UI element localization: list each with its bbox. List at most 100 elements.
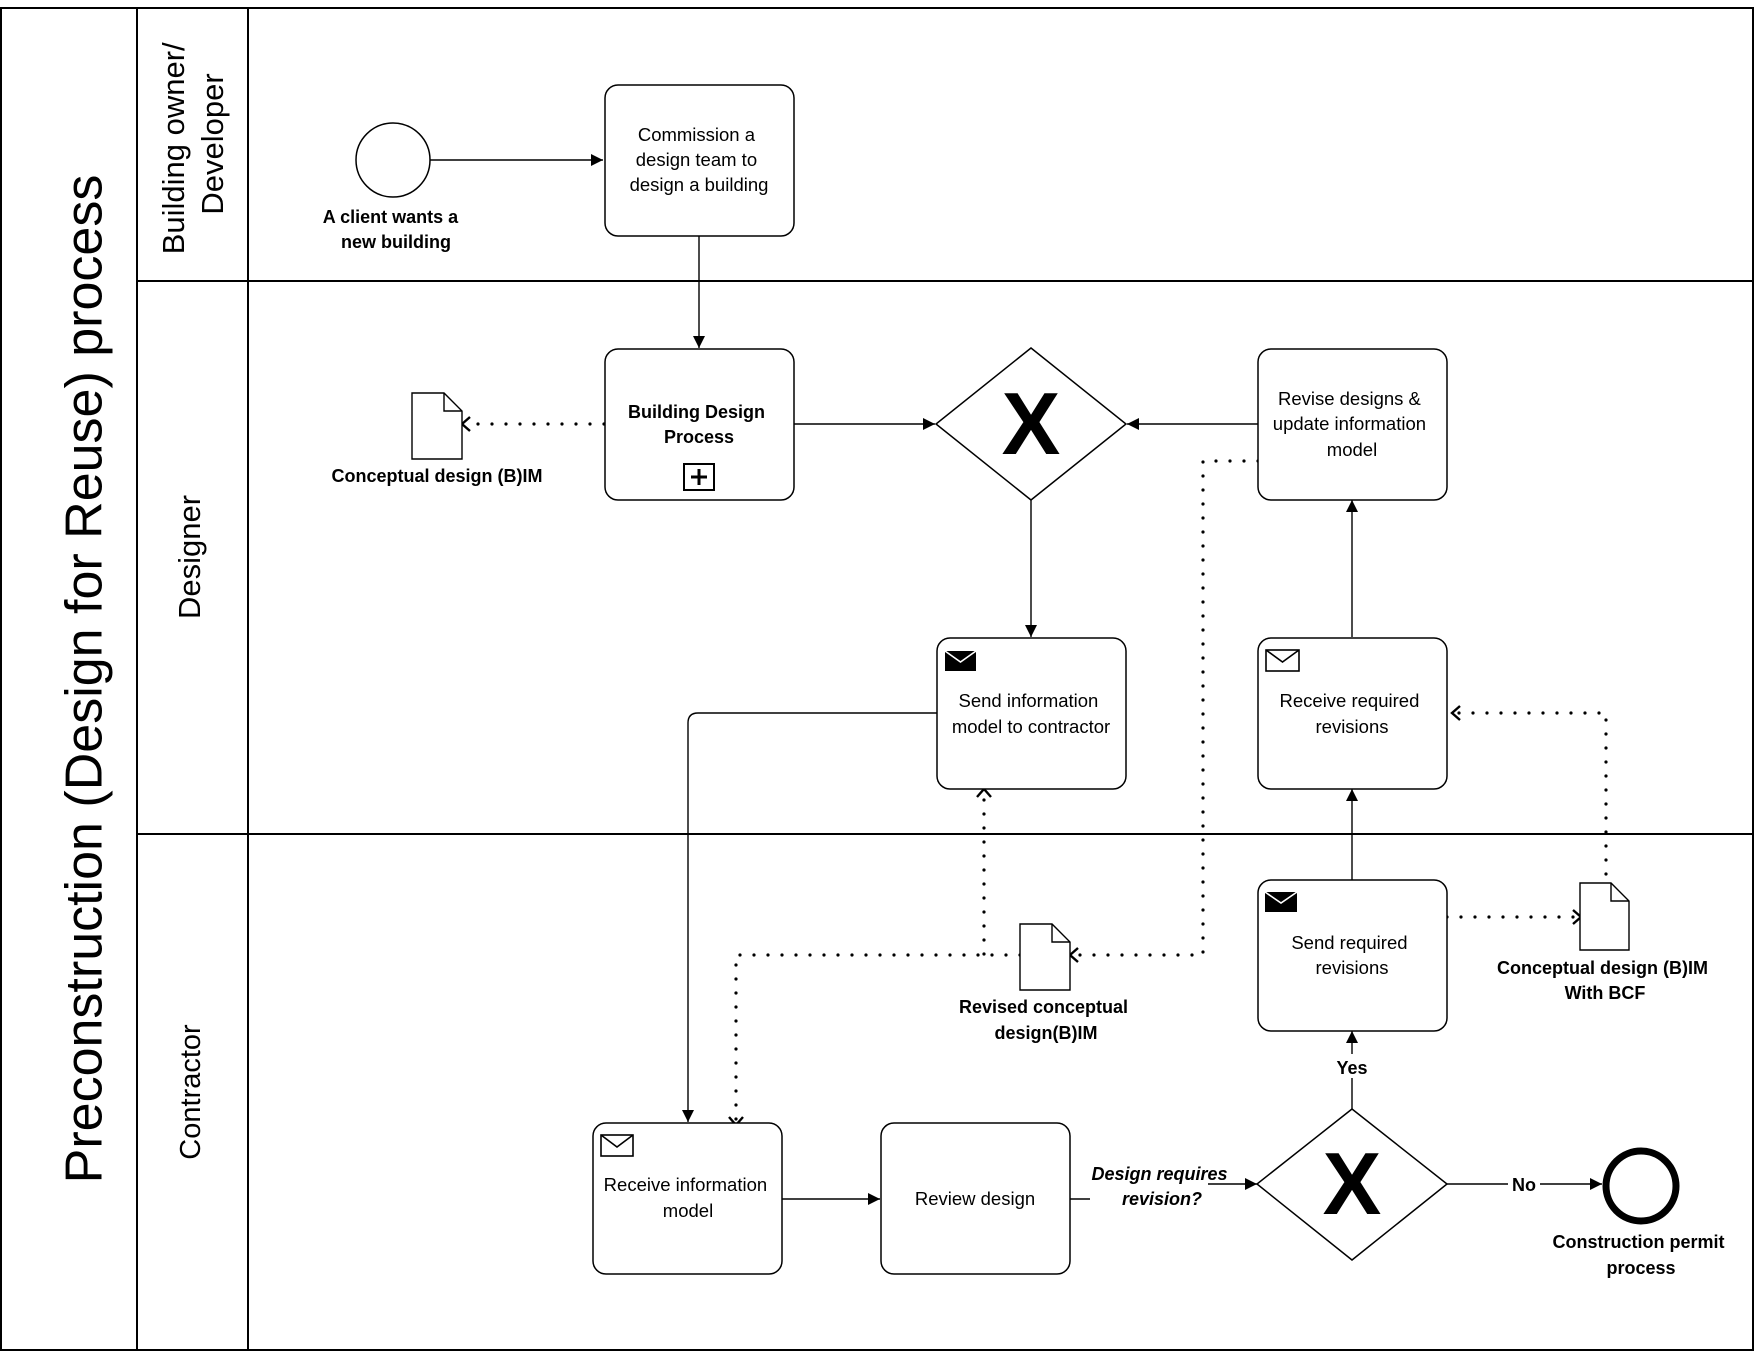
flow-label-yes: Yes	[1336, 1058, 1367, 1078]
svg-text:Contractor: Contractor	[175, 1024, 207, 1160]
task-receive-information-model-box	[592, 1122, 783, 1275]
svg-text:Send required revisions: Send required revisions	[1291, 932, 1412, 978]
task-receive-revisions-line-1: Receive required	[1280, 690, 1420, 711]
data-object-bcf[interactable]: Conceptual design (B)IM With BCF	[1497, 882, 1713, 1003]
pool-title: Preconstruction (Design for Reuse) proce…	[56, 175, 114, 1184]
svg-text:Designer: Designer	[172, 495, 207, 619]
task-receive-model-line-1: Receive information	[604, 1174, 768, 1195]
lane-label-contractor: Contractor	[175, 1024, 207, 1160]
lane-label-building-owner-line-1: Building owner/	[156, 42, 191, 254]
task-receive-required-revisions[interactable]: Receive required revisions	[1257, 637, 1448, 790]
yes-label-bg	[1332, 1054, 1372, 1078]
gateway-question-line-2: revision?	[1122, 1189, 1202, 1209]
start-event-label-line-1: A client wants a	[323, 207, 459, 227]
task-send-revisions-line-2: revisions	[1316, 957, 1389, 978]
task-receive-model-line-2: model	[663, 1200, 713, 1221]
lane-label-contractor-line-1: Contractor	[175, 1024, 207, 1160]
exclusive-gateway-designer[interactable]: X	[934, 347, 1128, 501]
data-object-conceptual-label: Conceptual design (B)IM	[332, 466, 543, 486]
data-object-bcf-line-2: With BCF	[1565, 983, 1646, 1003]
assoc-arrow-revised	[1068, 947, 1079, 963]
gateway-contractor-x-icon: X	[1323, 1134, 1382, 1233]
assoc-revise-to-revised	[1068, 459, 1260, 957]
end-event-circle	[1602, 1147, 1680, 1225]
no-label-bg	[1508, 1172, 1540, 1196]
assoc-arrow-receive-revisions	[1450, 705, 1461, 721]
svg-text:Commission a design team: Commission a design team to design a bui…	[630, 124, 769, 195]
lane-label-designer-line-1: Designer	[172, 495, 207, 619]
data-object-revised-line-1: Revised conceptual	[959, 997, 1128, 1017]
svg-text:Conceptual design (B)IM: Conceptual design (B)IM	[332, 466, 543, 486]
start-event-circle	[355, 122, 431, 198]
lane-label-building-owner: Building owner/ Developer	[156, 34, 230, 255]
start-event[interactable]: A client wants a new building	[323, 122, 463, 252]
task-revise-designs[interactable]: Revise designs & update information mode…	[1257, 348, 1448, 501]
document-icon	[411, 392, 463, 460]
task-send-model-line-2: model to contractor	[952, 716, 1110, 737]
send-message-icon	[1264, 891, 1298, 912]
flow-send-model-to-receive-model	[682, 712, 937, 1122]
receive-message-icon	[1265, 649, 1300, 672]
gateway-question: Design requires revision?	[1091, 1164, 1232, 1209]
task-commission-line-3: design a building	[630, 174, 769, 195]
lane-label-designer: Designer	[172, 495, 207, 619]
assoc-revised-to-receive-model	[734, 953, 1022, 1127]
task-send-model-line-1: Send information	[958, 690, 1098, 711]
task-send-revisions-line-1: Send required	[1291, 932, 1407, 953]
flow-label-no: No	[1512, 1175, 1536, 1195]
gateway-contractor-diamond	[1255, 1108, 1449, 1261]
task-commission-line-2: design team to	[636, 149, 757, 170]
data-object-bcf-line-1: Conceptual design (B)IM	[1497, 958, 1708, 978]
task-send-information-model-box	[936, 637, 1127, 790]
task-send-required-revisions[interactable]: Send required revisions	[1257, 879, 1448, 1032]
task-building-design-box	[604, 348, 795, 501]
data-object-conceptual[interactable]: Conceptual design (B)IM	[332, 392, 543, 486]
assoc-arrow-conceptual	[460, 416, 471, 432]
gateway-designer-diamond	[934, 347, 1128, 501]
task-revise-line-2: update information	[1273, 413, 1426, 434]
end-event-label-line-2: process	[1606, 1258, 1675, 1278]
task-receive-information-model[interactable]: Receive information model	[592, 1122, 783, 1275]
end-event-label-line-1: Construction permit	[1552, 1232, 1724, 1252]
task-receive-required-revisions-box	[1257, 637, 1448, 790]
start-event-label-line-2: new building	[341, 232, 451, 252]
svg-text:Revised conceptual desig: Revised conceptual design(B)IM	[959, 997, 1133, 1043]
task-commission[interactable]: Commission a design team to design a bui…	[604, 84, 795, 237]
assoc-bcf-to-receive-revisions	[1450, 711, 1608, 890]
task-review-design-box	[880, 1122, 1071, 1275]
svg-text:Building Design Process: Building Design Process	[628, 402, 770, 447]
assoc-arrow-send-model	[976, 787, 992, 798]
svg-text:Revise designs & update: Revise designs & update information mode…	[1273, 388, 1431, 460]
task-review-line-1: Review design	[915, 1188, 1035, 1209]
exclusive-gateway-contractor[interactable]: X	[1255, 1108, 1449, 1261]
lane-label-building-owner-line-2: Developer	[195, 73, 230, 214]
end-event[interactable]: Construction permit process	[1552, 1147, 1729, 1278]
svg-text:Building owner/ Develope: Building owner/ Developer	[156, 34, 230, 255]
task-building-design-line-2: Process	[664, 427, 734, 447]
task-receive-revisions-line-2: revisions	[1316, 716, 1389, 737]
svg-text:Conceptual design (B)IM: Conceptual design (B)IM With BCF	[1497, 958, 1713, 1003]
data-object-revised[interactable]: Revised conceptual design(B)IM	[959, 923, 1133, 1043]
svg-text:Construction permit proc: Construction permit process	[1552, 1232, 1729, 1278]
task-building-design[interactable]: Building Design Process	[604, 348, 795, 501]
svg-text:Send information model t: Send information model to contractor	[952, 690, 1110, 737]
task-building-design-line-1: Building Design	[628, 402, 765, 422]
data-object-revised-line-2: design(B)IM	[995, 1023, 1098, 1043]
task-send-required-revisions-box	[1257, 879, 1448, 1032]
svg-text:Receive required revisio: Receive required revisions	[1280, 690, 1425, 737]
gateway-question-line-1: Design requires	[1091, 1164, 1227, 1184]
send-message-icon	[944, 650, 977, 671]
receive-message-icon	[600, 1134, 634, 1157]
task-send-information-model[interactable]: Send information model to contractor	[936, 637, 1127, 790]
task-commission-box	[604, 84, 795, 237]
svg-text:Receive information mode: Receive information model	[604, 1174, 773, 1221]
task-revise-line-3: model	[1327, 439, 1377, 460]
document-icon	[1019, 923, 1071, 991]
task-commission-line-1: Commission a	[638, 124, 756, 145]
task-revise-line-1: Revise designs &	[1278, 388, 1422, 409]
task-review-design[interactable]: Review design	[880, 1122, 1071, 1275]
gateway-designer-x-icon: X	[1002, 374, 1061, 473]
document-icon	[1579, 882, 1630, 951]
